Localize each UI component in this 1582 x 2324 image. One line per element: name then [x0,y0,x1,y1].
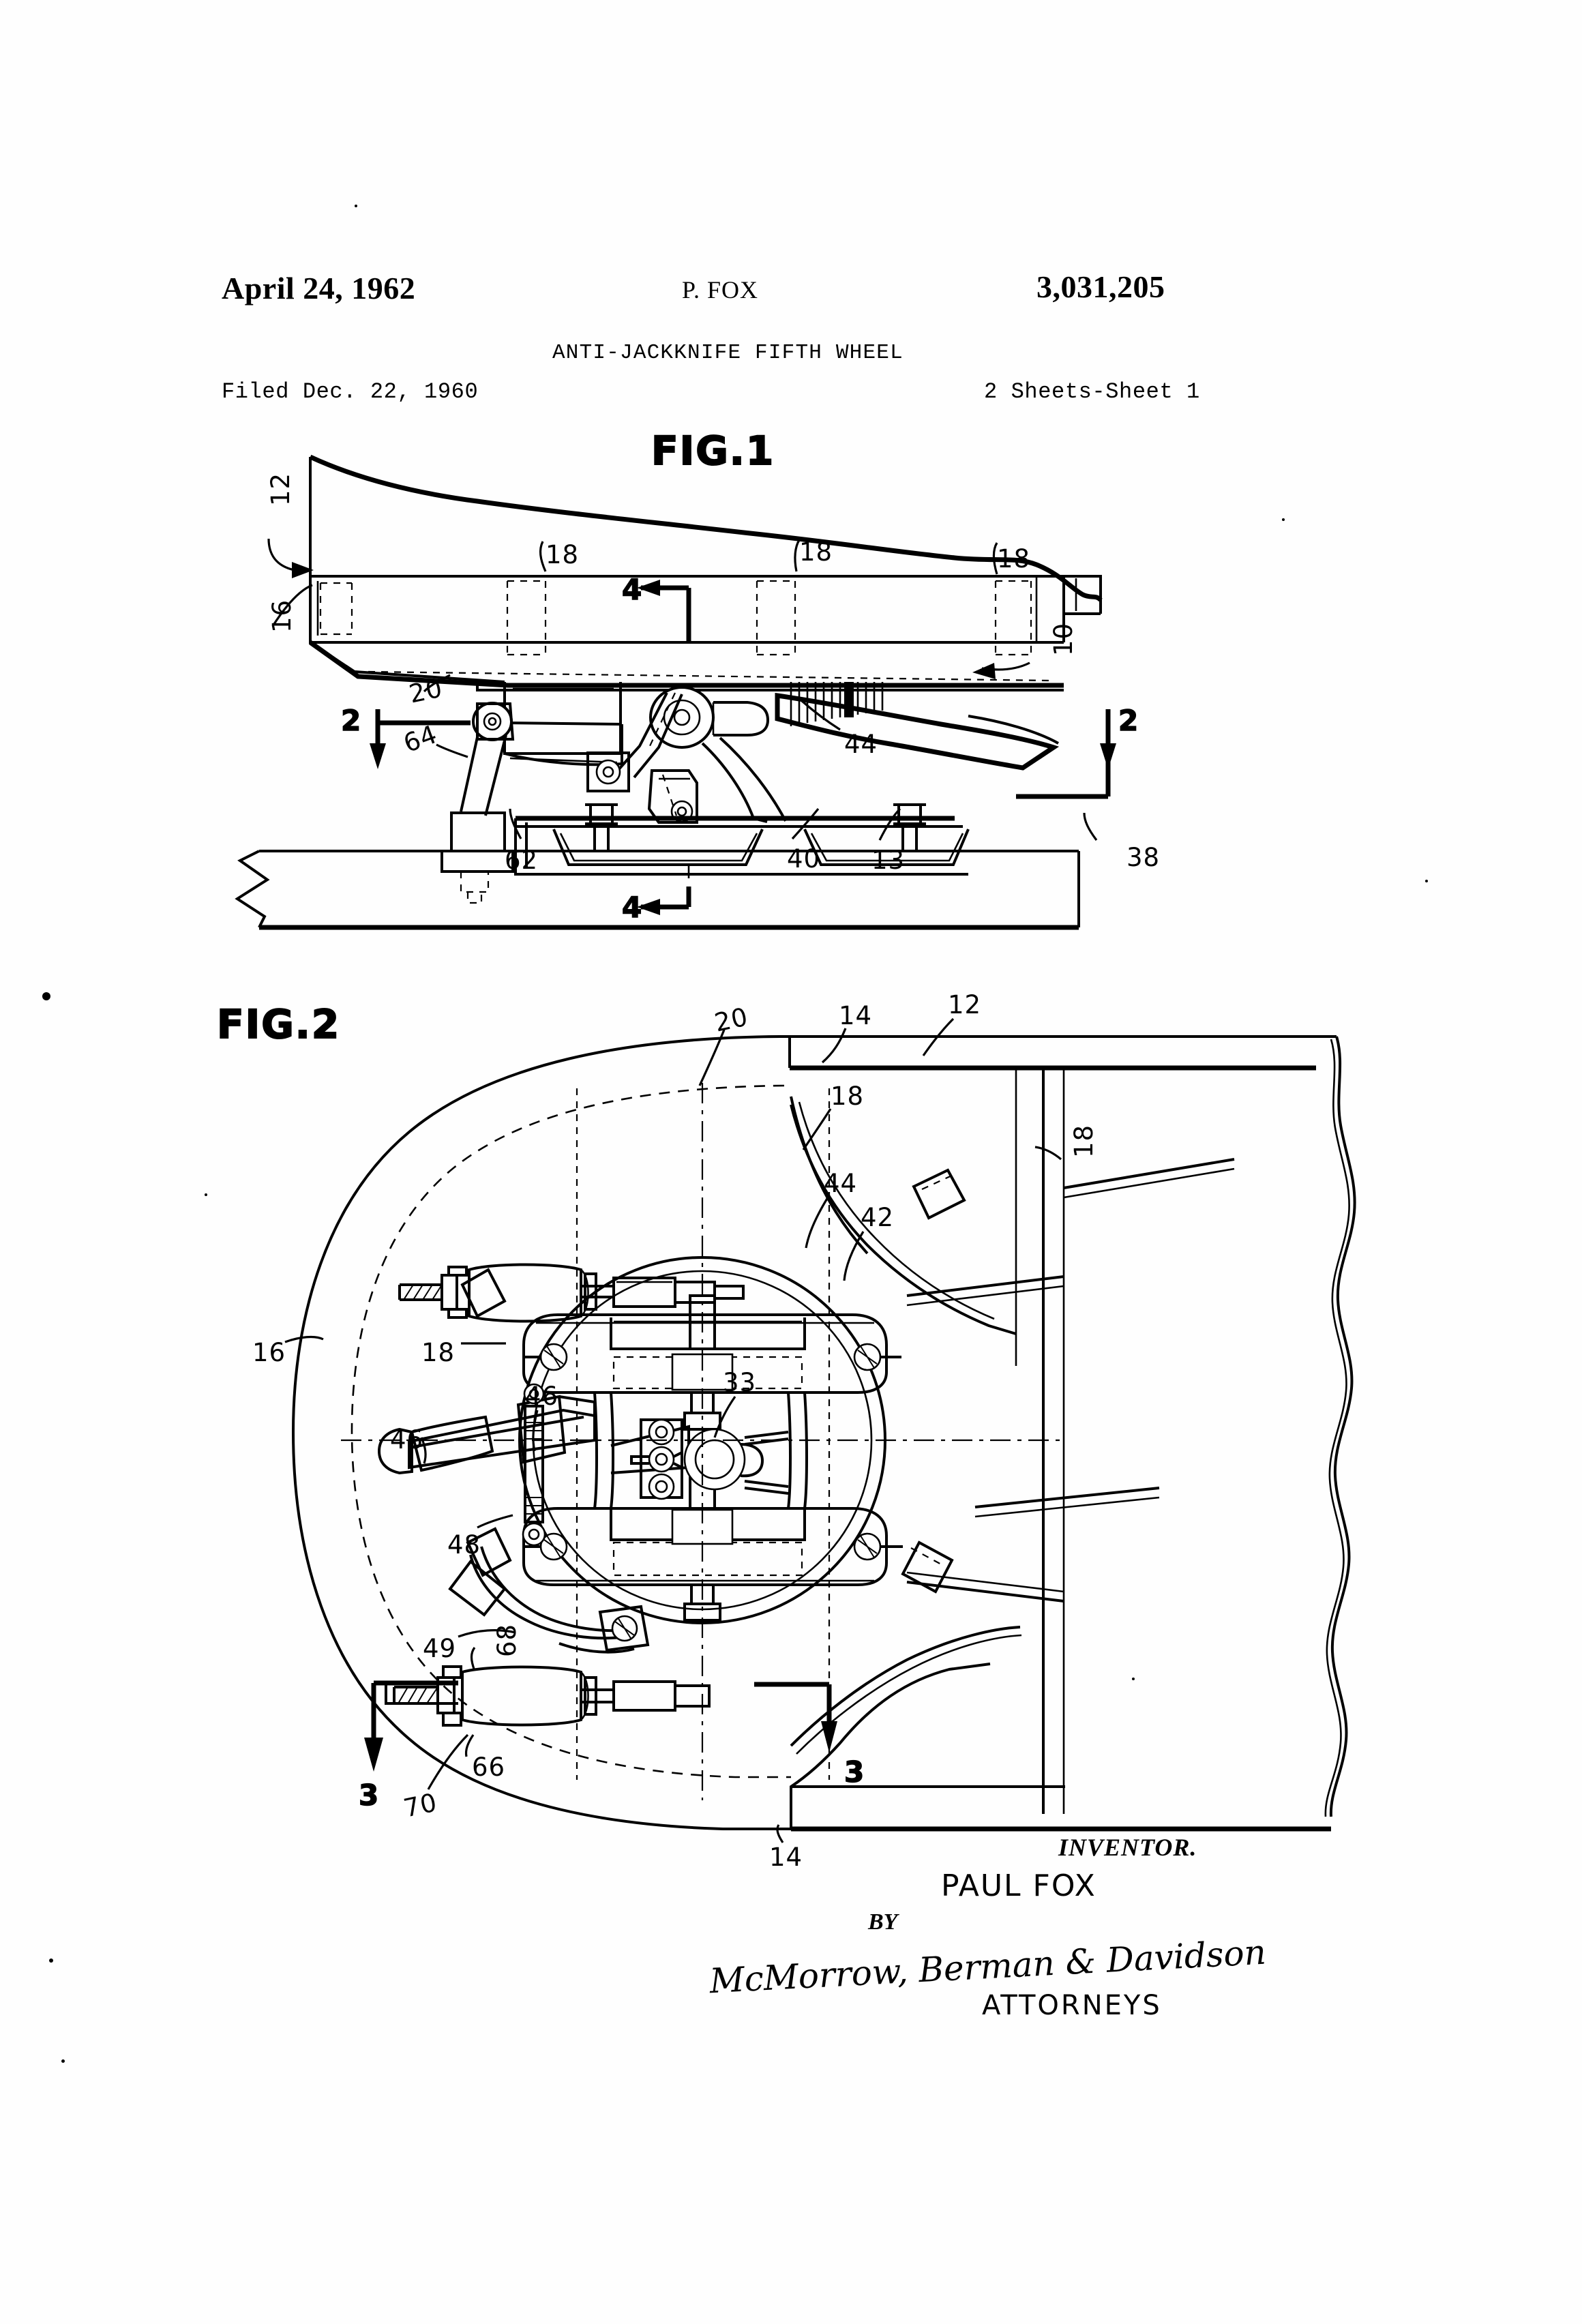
fig2-ref-68: 68 [492,1623,522,1657]
header-inventor: P. FOX [682,276,759,303]
fig1-section-marker-2-right: 2 [1118,703,1139,738]
figure-2-caption: FIG.2 [216,1000,341,1048]
fig2-ref-46b: 46 [390,1425,424,1455]
fig2-ref-48: 48 [447,1530,481,1560]
scan-speck [205,1193,207,1196]
fig1-ref-64: 64 [400,719,441,759]
scan-speck [355,205,357,207]
header-date: April 24, 1962 [222,271,416,306]
scan-speck [1132,1678,1135,1680]
fig1-ref-40: 40 [787,844,821,874]
fig2-ref-70: 70 [401,1787,441,1823]
attorneys-label: ATTORNEYS [982,1990,1162,2021]
fig2-ref-33: 33 [723,1368,757,1397]
scan-speck [42,992,50,1000]
fig2-ref-49: 49 [423,1634,457,1663]
scan-speck [49,1958,53,1963]
fig2-ref-42: 42 [861,1203,895,1232]
header-filed-date: Filed Dec. 22, 1960 [222,379,479,404]
fig1-section-marker-4-bottom: 4 [621,890,642,925]
fig2-ref-16: 16 [252,1338,286,1367]
fig2-ref-18c: 18 [421,1338,456,1367]
fig1-ref-18b: 18 [799,537,833,567]
fig2-ref-18b: 18 [1069,1124,1099,1158]
header-title: ANTI-JACKKNIFE FIFTH WHEEL [552,341,904,365]
fig2-ref-12: 12 [948,990,982,1019]
header-patent-number: 3,031,205 [1036,269,1165,304]
scan-speck [1282,518,1285,521]
fig2-ref-20: 20 [712,1002,751,1038]
fig1-ref-62: 62 [505,846,539,875]
fig1-ref-13: 13 [871,846,906,875]
fig1-section-marker-4-top: 4 [621,572,642,607]
fig1-ref-18a: 18 [546,540,580,569]
fig1-ref-20: 20 [406,673,446,709]
fig2-ref-44: 44 [824,1169,858,1198]
scan-speck [61,2059,65,2063]
fig2-ref-14b: 14 [769,1843,803,1872]
fig2-ref-14a: 14 [839,1001,873,1030]
fig2-ref-46a: 46 [525,1382,559,1411]
header-sheet-count: 2 Sheets-Sheet 1 [984,379,1200,404]
inventor-name: PAUL FOX [941,1868,1096,1903]
fig1-ref-10: 10 [1049,622,1078,656]
fig2-section-marker-3-right: 3 [844,1755,865,1789]
by-label: BY [868,1909,898,1935]
inventor-label: INVENTOR. [1058,1834,1197,1861]
figure-1-caption: FIG.1 [651,427,775,475]
fig1-ref-18c: 18 [997,544,1031,573]
fig1-ref-16: 16 [267,599,297,633]
fig1-ref-44: 44 [844,730,878,759]
fig2-ref-66: 66 [472,1753,506,1782]
fig1-ref-12: 12 [266,472,295,506]
fig2-section-marker-3-left: 3 [358,1778,379,1813]
scan-speck [1425,880,1428,882]
fig1-section-marker-2-left: 2 [340,703,361,738]
fig2-ref-18a: 18 [831,1082,865,1111]
fig1-ref-38: 38 [1126,843,1161,872]
